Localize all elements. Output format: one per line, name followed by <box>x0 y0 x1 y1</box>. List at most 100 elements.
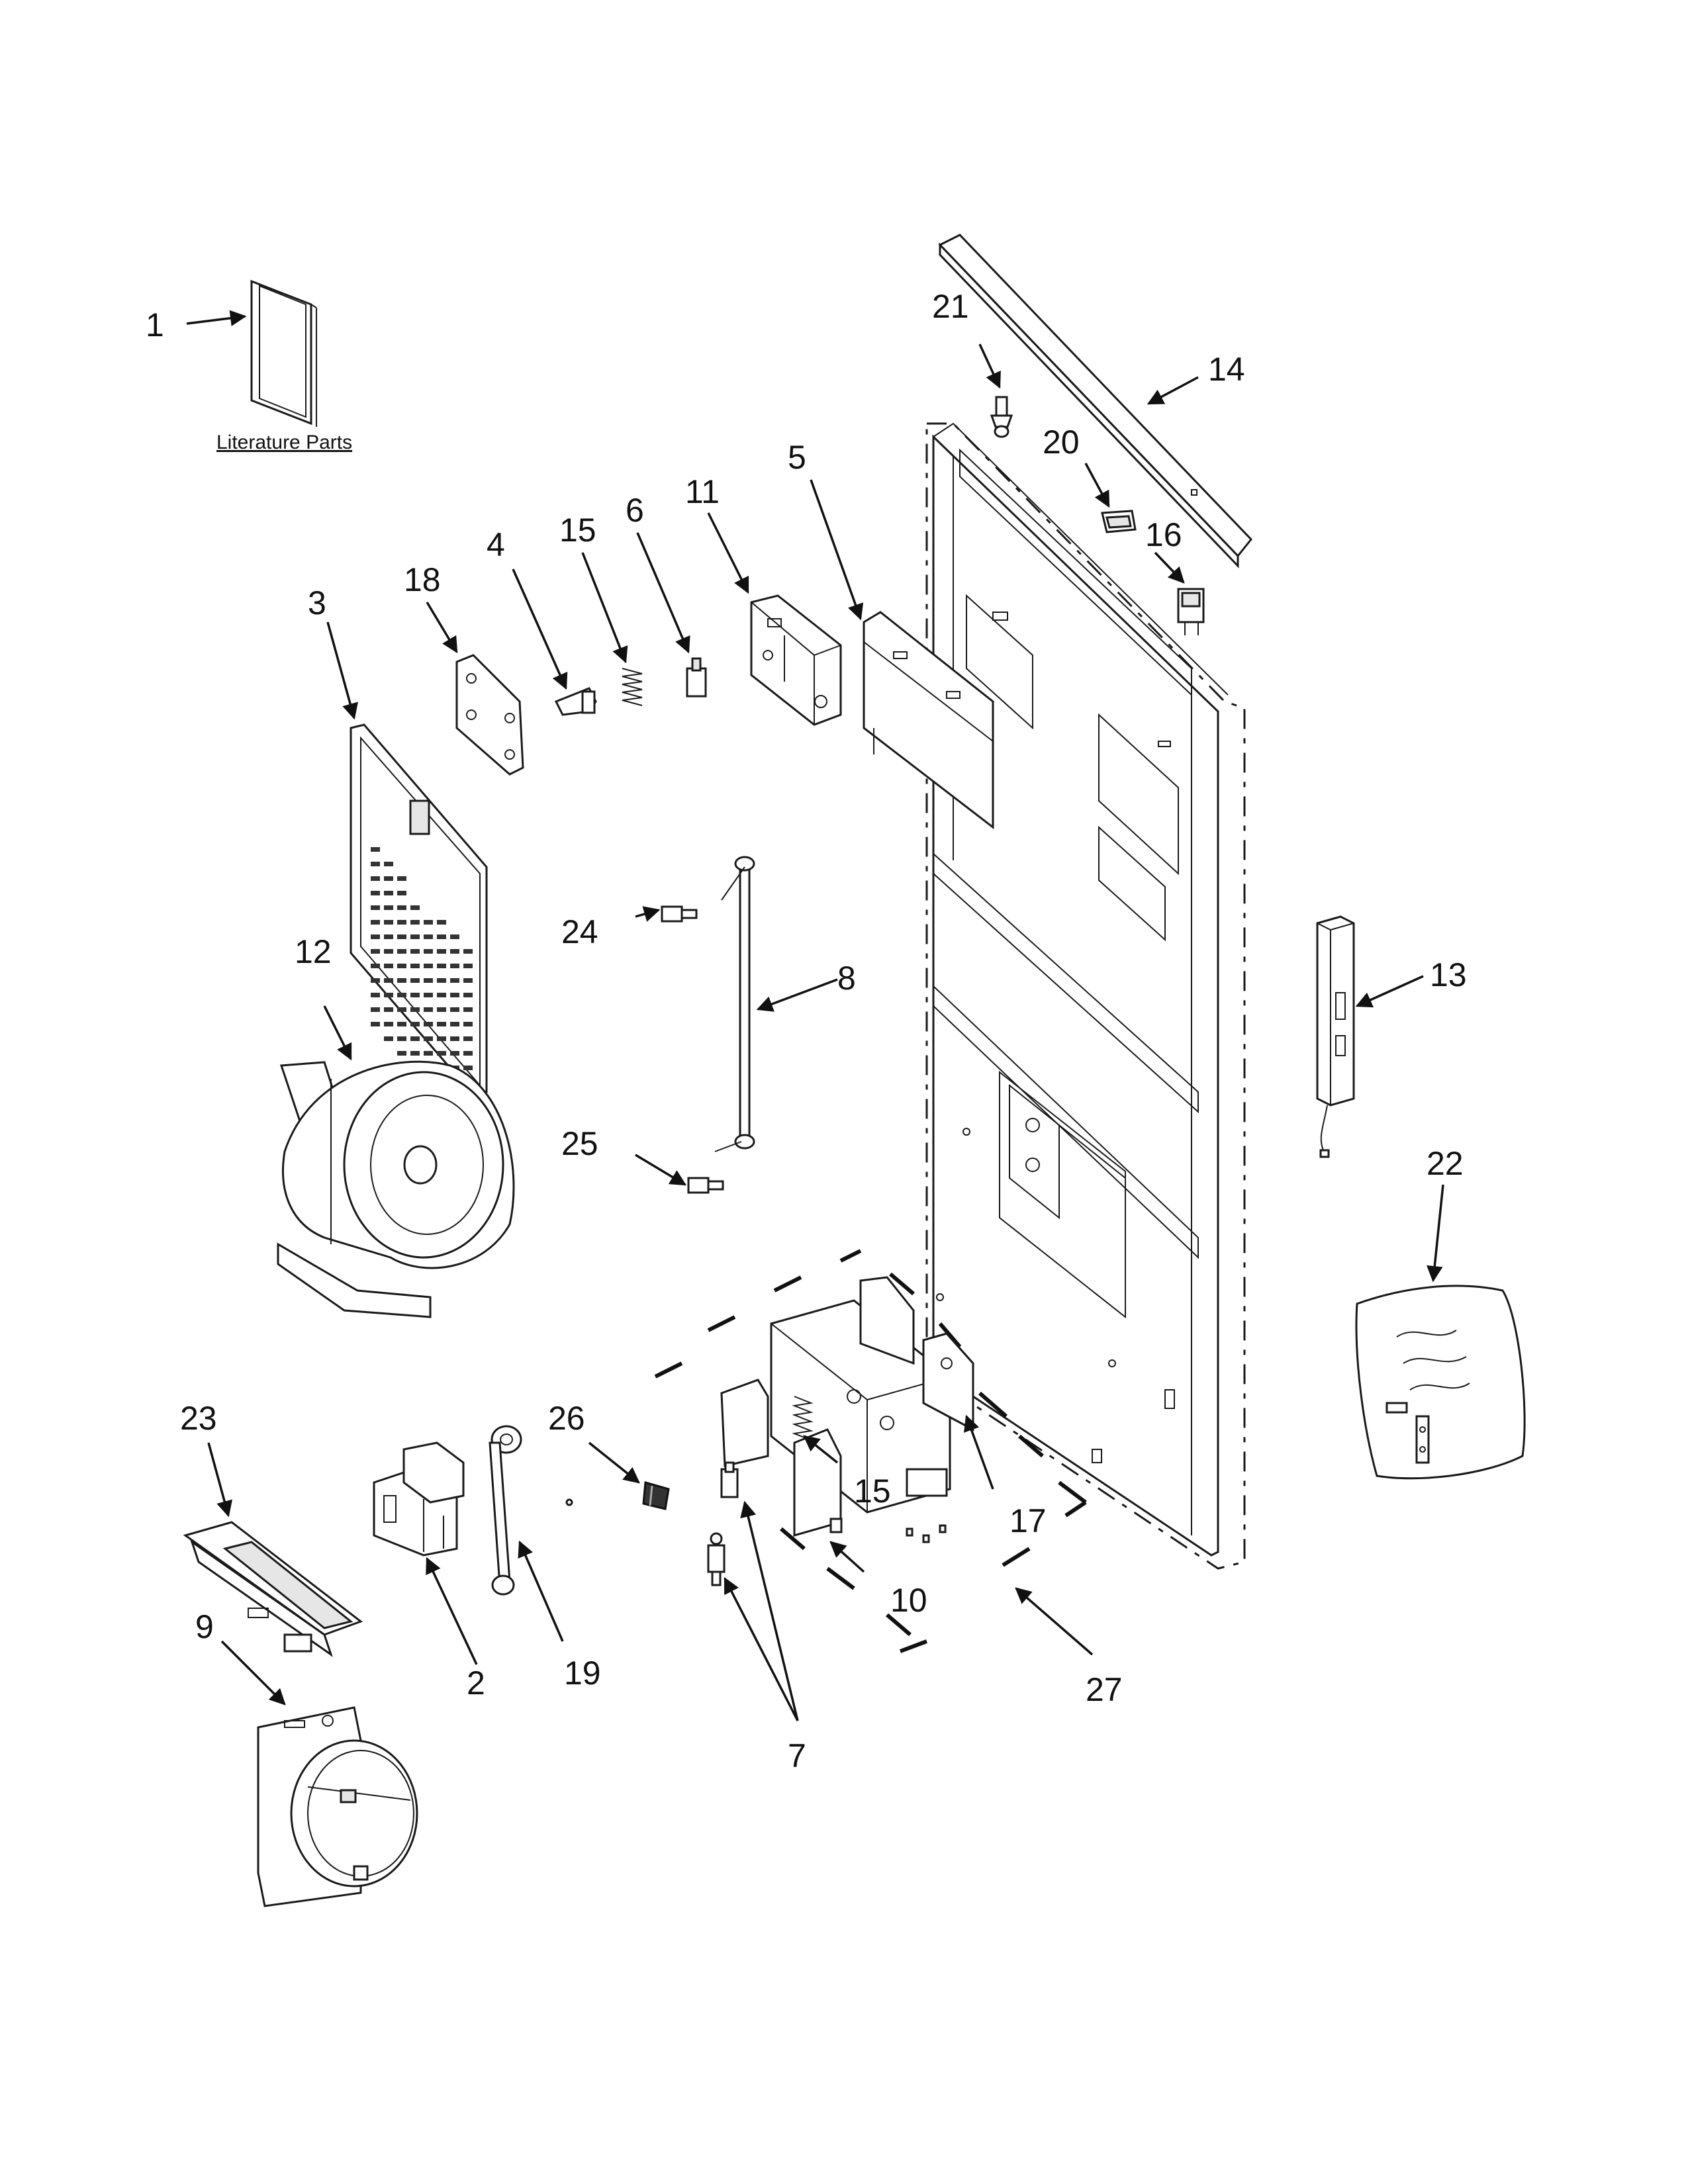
vent-slot <box>450 1036 459 1041</box>
vent-slot <box>410 964 420 968</box>
damper-bracket-lines <box>654 1249 1087 1653</box>
callout-27: 27 <box>1086 1671 1123 1708</box>
vent-slot <box>384 1007 393 1012</box>
vent-slot <box>371 964 380 968</box>
vent-slot <box>384 1036 393 1041</box>
vent-slot <box>397 1051 406 1056</box>
vent-slot <box>450 934 459 939</box>
callout-1: 1 <box>146 306 164 343</box>
grommet[interactable] <box>642 1481 670 1510</box>
callout-22: 22 <box>1427 1145 1464 1182</box>
chassis-body[interactable] <box>925 422 1246 1570</box>
connecting-rod[interactable] <box>714 856 755 1152</box>
actuator-lower[interactable] <box>707 1532 726 1586</box>
callout-14: 14 <box>1208 351 1245 388</box>
vent-slot <box>450 993 459 997</box>
link-arm[interactable] <box>489 1425 573 1596</box>
vent-slot <box>371 876 380 881</box>
latch[interactable] <box>686 657 707 698</box>
vent-slot <box>371 993 380 997</box>
vent-slot <box>437 1036 446 1041</box>
vent-slot <box>397 1007 406 1012</box>
vent-slot <box>371 1007 380 1012</box>
vent-slot <box>424 1007 433 1012</box>
vent-slot <box>371 891 380 895</box>
top-trim-strip[interactable] <box>938 234 1252 569</box>
blower-motor[interactable] <box>277 1060 515 1318</box>
top-fastener[interactable] <box>990 396 1013 438</box>
vent-slot <box>410 978 420 983</box>
vent-slot <box>463 949 473 954</box>
vent-slot <box>384 862 393 866</box>
callout-8: 8 <box>837 960 856 997</box>
vent-slot <box>371 847 380 852</box>
callout-13: 13 <box>1430 956 1467 993</box>
mounting-bracket[interactable] <box>750 594 842 726</box>
vent-slot <box>437 993 446 997</box>
vent-slot <box>437 1051 446 1056</box>
vent-slot <box>463 1022 473 1026</box>
vent-slot <box>384 964 393 968</box>
callout-2: 2 <box>467 1664 485 1702</box>
vent-slot <box>397 978 406 983</box>
vent-slot <box>424 964 433 968</box>
installation-bag[interactable] <box>1355 1285 1526 1480</box>
vent-slot <box>424 1051 433 1056</box>
vent-slot <box>410 1036 420 1041</box>
vent-slot <box>384 949 393 954</box>
vent-slot <box>463 964 473 968</box>
vent-slot <box>410 949 420 954</box>
relay-block[interactable] <box>373 1441 465 1557</box>
vent-slot <box>463 978 473 983</box>
vent-slot <box>450 949 459 954</box>
vent-slot <box>424 1036 433 1041</box>
control-tray[interactable] <box>183 1521 363 1657</box>
rocker-switch[interactable] <box>1177 588 1205 635</box>
vent-slot <box>424 920 433 925</box>
callout-6: 6 <box>626 492 644 529</box>
vent-slot <box>424 934 433 939</box>
vent-slot <box>410 993 420 997</box>
damper-flap[interactable] <box>720 1379 843 1537</box>
vent-slot <box>397 934 406 939</box>
screw-upper[interactable] <box>661 905 698 923</box>
literature-booklet[interactable] <box>250 279 317 427</box>
vent-slot <box>437 978 446 983</box>
small-clip[interactable] <box>1101 510 1137 533</box>
callout-26: 26 <box>548 1400 585 1437</box>
vent-slot <box>371 905 380 910</box>
callout-3: 3 <box>308 584 326 621</box>
callout-15-upper: 15 <box>559 512 596 549</box>
cover-plate[interactable] <box>455 654 524 776</box>
vent-slot <box>384 934 393 939</box>
actuator-upper[interactable] <box>720 1461 739 1498</box>
duct-damper[interactable] <box>257 1706 418 1907</box>
callout-7: 7 <box>788 1737 806 1774</box>
spring-upper[interactable] <box>622 668 643 706</box>
control-module[interactable] <box>1316 915 1355 1158</box>
vent-slot <box>397 876 406 881</box>
vent-slot <box>410 920 420 925</box>
callout-25: 25 <box>561 1125 598 1162</box>
vent-slot <box>397 949 406 954</box>
vent-slot <box>384 993 393 997</box>
vent-slot <box>424 1022 433 1026</box>
vent-slot <box>437 1022 446 1026</box>
vent-slot <box>450 964 459 968</box>
vent-slot <box>410 905 420 910</box>
callout-10: 10 <box>890 1582 927 1619</box>
control-bracket-panel[interactable] <box>863 611 994 830</box>
vent-slot <box>424 949 433 954</box>
spring-lower[interactable] <box>792 1396 814 1441</box>
lever[interactable] <box>554 687 597 716</box>
callout-20: 20 <box>1043 424 1080 461</box>
grease-filter[interactable] <box>350 723 488 1128</box>
damper-plate[interactable] <box>922 1332 974 1432</box>
vent-slot <box>463 993 473 997</box>
callout-16: 16 <box>1145 516 1182 553</box>
vent-slot <box>371 949 380 954</box>
vent-slot <box>410 1007 420 1012</box>
screw-lower[interactable] <box>687 1177 724 1194</box>
vent-slot <box>384 1022 393 1026</box>
